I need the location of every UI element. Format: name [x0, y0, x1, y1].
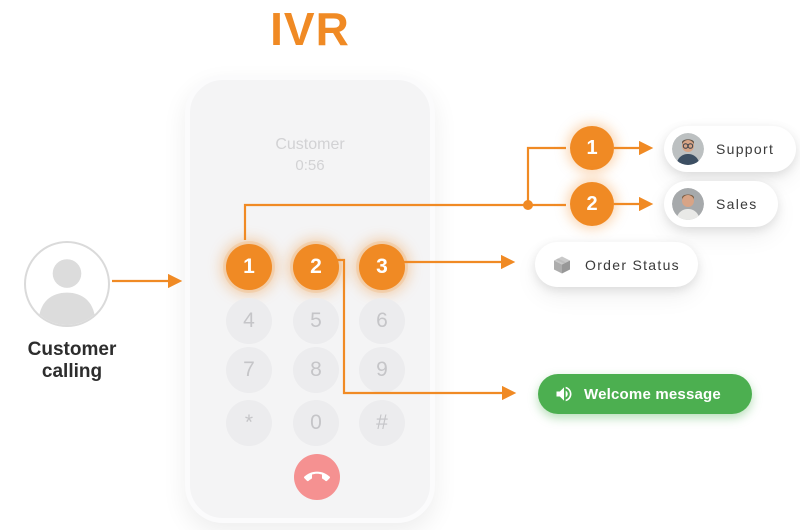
- speaker-icon: [554, 384, 574, 404]
- dialpad-key-0[interactable]: 0: [293, 400, 339, 446]
- dialpad-key-6[interactable]: 6: [359, 298, 405, 344]
- dialpad-key-star[interactable]: *: [226, 400, 272, 446]
- welcome-message-label: Welcome message: [584, 385, 721, 403]
- dialpad-key-5[interactable]: 5: [293, 298, 339, 344]
- dialpad-key-hash[interactable]: #: [359, 400, 405, 446]
- caller-avatar: [24, 241, 110, 327]
- caller-label: Customer calling: [27, 339, 117, 382]
- dialpad-key-4[interactable]: 4: [226, 298, 272, 344]
- order-status-label: Order Status: [585, 256, 680, 273]
- dialpad-key-2[interactable]: 2: [293, 244, 339, 290]
- sales-avatar: [672, 188, 704, 220]
- hangup-button[interactable]: [294, 454, 340, 500]
- branch-badge-1: 1: [570, 126, 614, 170]
- package-icon: [551, 254, 573, 276]
- support-label: Support: [716, 141, 775, 157]
- dialpad-key-9[interactable]: 9: [359, 347, 405, 393]
- dialpad-key-8[interactable]: 8: [293, 347, 339, 393]
- person-icon: [26, 243, 108, 325]
- wire-junction-dot: [523, 200, 533, 210]
- call-status: Customer 0:56: [190, 134, 430, 176]
- support-pill[interactable]: Support: [664, 126, 796, 172]
- welcome-message-pill[interactable]: Welcome message: [538, 374, 752, 414]
- support-avatar: [672, 133, 704, 165]
- sales-label: Sales: [716, 196, 758, 212]
- page-title: IVR: [270, 3, 350, 55]
- dialpad-key-3[interactable]: 3: [359, 244, 405, 290]
- wire-junction-to-badge1: [526, 146, 566, 205]
- call-contact-name: Customer: [275, 136, 345, 153]
- branch-badge-2: 2: [570, 182, 614, 226]
- phone-hangup-icon: [304, 464, 330, 490]
- call-timer: 0:56: [295, 157, 325, 174]
- dialpad-key-1[interactable]: 1: [226, 244, 272, 290]
- dialpad-key-7[interactable]: 7: [226, 347, 272, 393]
- order-status-pill[interactable]: Order Status: [535, 242, 698, 287]
- phone-mockup: Customer 0:56 1 2 3 4 5 6 7 8 9 * 0 #: [185, 75, 435, 523]
- sales-pill[interactable]: Sales: [664, 181, 778, 227]
